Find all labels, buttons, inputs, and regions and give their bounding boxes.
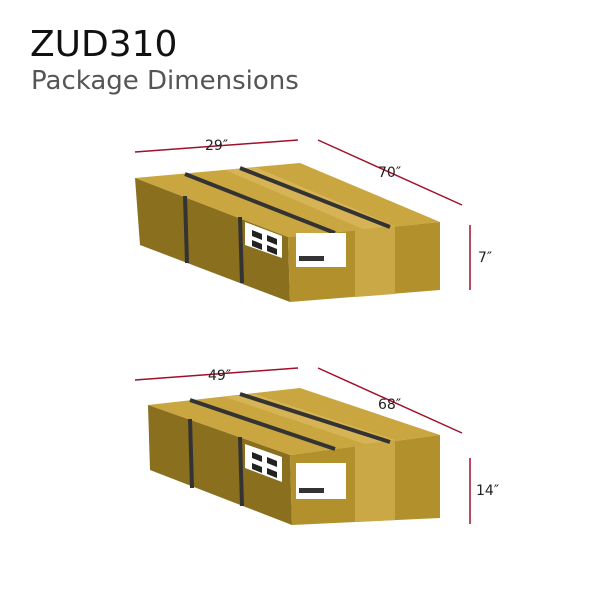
page-subtitle: Package Dimensions xyxy=(31,66,299,96)
package-box-2 xyxy=(134,367,471,525)
package-2-width-label: 49″ xyxy=(208,368,231,384)
package-box-1 xyxy=(134,139,471,302)
package-2-length-label: 68″ xyxy=(378,397,401,413)
package-1-length-label: 70″ xyxy=(378,165,401,181)
page-title: ZUD310 xyxy=(30,24,178,65)
package-2-height-label: 14″ xyxy=(476,483,499,499)
package-1-width-label: 29″ xyxy=(205,138,228,154)
package-1-height-label: 7″ xyxy=(478,250,492,266)
